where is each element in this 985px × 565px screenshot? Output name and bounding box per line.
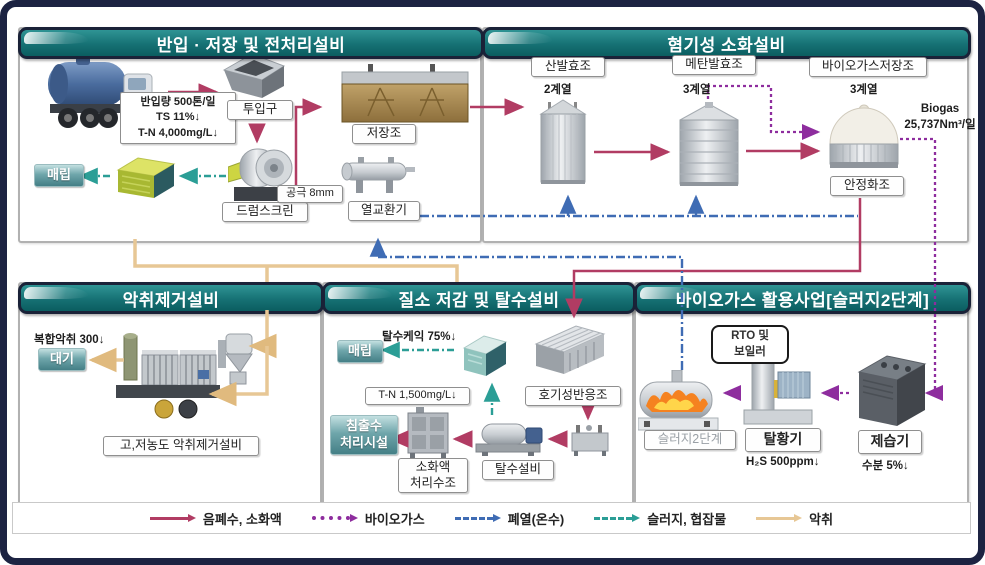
header-biogas-use-title: 바이오가스 활용사업[슬러지2단계] <box>675 290 930 310</box>
legend-item-biogas: 바이오가스 <box>311 509 425 528</box>
leachate-line1: 침출수 <box>346 418 382 433</box>
digestate-line2: 처리수조 <box>409 475 456 490</box>
storage-tank-icon <box>341 64 469 123</box>
landfill-badge-1: 매립 <box>34 164 84 187</box>
pore-size-label: 공극 8mm <box>277 185 343 203</box>
dewatering-label: 탈수설비 <box>482 460 554 480</box>
header-gloss <box>328 287 392 299</box>
legend-waste-arrow-icon <box>149 514 196 522</box>
leachate-line2: 처리시설 <box>340 434 388 450</box>
header-pretreatment-title: 반입 · 저장 및 전처리설비 <box>156 35 346 55</box>
screenings-container-icon <box>116 157 176 198</box>
intake-info-line3: T-N 4,000mg/L↓ <box>137 126 219 139</box>
biogas-amount: 25,737Nm³/일 <box>904 119 976 132</box>
dewatered-cake-icon <box>462 335 508 376</box>
legend-item-odor: 악취 <box>756 509 833 528</box>
cake-note: 탈수케익 75%↓ <box>382 331 457 343</box>
flow-odor-collector <box>133 239 459 282</box>
drum-screen-label: 드럼스크린 <box>222 202 308 222</box>
gas-holder-count: 3계열 <box>850 84 878 96</box>
digestate-tank-icon <box>407 407 449 459</box>
header-pretreatment: 반입 · 저장 및 전처리설비 <box>18 27 484 59</box>
biogas-production-note: Biogas 25,737Nm³/일 <box>903 101 977 133</box>
sludge-stage2-label: 슬러지2단계 <box>644 430 736 450</box>
tn-note-box: T-N 1,500mg/L↓ <box>365 387 470 405</box>
stabilizer-label: 안정화조 <box>830 176 904 196</box>
header-digestion: 혐기성 소화설비 <box>482 27 971 59</box>
complex-odor-note: 복합악취 300↓ <box>34 334 105 346</box>
aerobic-basin-icon <box>534 325 606 374</box>
heat-exchanger-icon <box>341 157 415 193</box>
gas-holder-dome-icon <box>829 104 899 168</box>
heat-exchanger-label: 열교환기 <box>348 201 420 221</box>
dehumidifier-icon <box>857 355 927 426</box>
digestate-line1: 소화액 <box>415 460 451 474</box>
legend-odor-label: 악취 <box>809 511 834 527</box>
legend-item-waste: 음폐수, 소화액 <box>149 509 282 528</box>
dehumidifier-label: 제습기 <box>858 430 922 454</box>
rto-boiler-box: RTO 및 보일러 <box>711 325 789 365</box>
air-badge: 대기 <box>38 348 86 371</box>
legend-bar: 음폐수, 소화액 바이오가스 폐열(온수) 슬러지, 협잡물 악취 <box>12 502 971 534</box>
legend-heat-arrow-icon <box>454 514 501 522</box>
header-nitrogen: 질소 저감 및 탈수설비 <box>322 282 636 314</box>
legend-item-heat: 폐열(온수) <box>454 509 565 528</box>
legend-biogas-label: 바이오가스 <box>364 511 425 527</box>
landfill-badge-2: 매립 <box>337 340 383 363</box>
leachate-badge: 침출수 처리시설 <box>330 415 398 455</box>
header-odor: 악취제거설비 <box>18 282 324 314</box>
intake-info-line2: TS 11%↓ <box>155 111 201 124</box>
biogas-word: Biogas <box>920 103 960 115</box>
methane-fermenter-count: 3계열 <box>683 84 711 96</box>
header-digestion-title: 혐기성 소화설비 <box>667 35 786 55</box>
legend-odor-arrow-icon <box>756 514 803 522</box>
legend-sludge-arrow-icon <box>594 514 641 522</box>
rto-line1: RTO 및 <box>731 330 769 342</box>
methane-fermenter-icon <box>679 102 739 186</box>
legend-item-sludge: 슬러지, 협잡물 <box>594 509 726 528</box>
aerobic-basin-label: 호기성반응조 <box>525 386 621 406</box>
odor-equipment-label: 고,저농도 악취제거설비 <box>103 436 259 456</box>
header-gloss <box>24 32 88 44</box>
rto-line2: 보일러 <box>734 345 766 358</box>
acid-fermenter-count: 2계열 <box>544 84 572 96</box>
desulfurizer-label: 탈황기 <box>745 428 821 452</box>
digestate-tank-label: 소화액 처리수조 <box>398 458 468 494</box>
header-nitrogen-title: 질소 저감 및 탈수설비 <box>398 290 560 310</box>
header-odor-title: 악취제거설비 <box>122 290 220 310</box>
methane-fermenter-label: 메탄발효조 <box>672 55 756 75</box>
desulfurizer-note: H₂S 500ppm↓ <box>746 456 820 468</box>
intake-info-box: 반입량 500톤/일 TS 11%↓ T-N 4,000mg/L↓ <box>120 92 236 145</box>
header-gloss <box>640 287 704 299</box>
gas-holder-label: 바이오가스저장조 <box>809 57 927 77</box>
rto-boiler-icon <box>638 370 719 431</box>
storage-label: 저장조 <box>352 124 416 144</box>
dehumidifier-note: 수분 5%↓ <box>862 460 909 472</box>
legend-heat-label: 폐열(온수) <box>507 511 565 527</box>
legend-waste-label: 음폐수, 소화액 <box>202 511 282 527</box>
hopper-label: 투입구 <box>227 100 293 120</box>
acid-fermenter-icon <box>539 99 587 184</box>
legend-biogas-arrow-icon <box>311 514 358 522</box>
header-gloss <box>24 287 88 299</box>
header-gloss <box>488 32 552 44</box>
legend-sludge-label: 슬러지, 협잡물 <box>647 511 727 527</box>
hopper-icon <box>222 52 286 98</box>
polymer-tank-icon <box>571 425 609 456</box>
acid-fermenter-label: 산발효조 <box>531 57 605 77</box>
header-biogas-use: 바이오가스 활용사업[슬러지2단계] <box>634 282 971 314</box>
intake-info-line1: 반입량 500톤/일 <box>140 96 216 108</box>
centrifuge-icon <box>475 423 543 456</box>
odor-removal-equipment-icon <box>116 333 253 419</box>
drum-screen-icon <box>228 148 293 201</box>
